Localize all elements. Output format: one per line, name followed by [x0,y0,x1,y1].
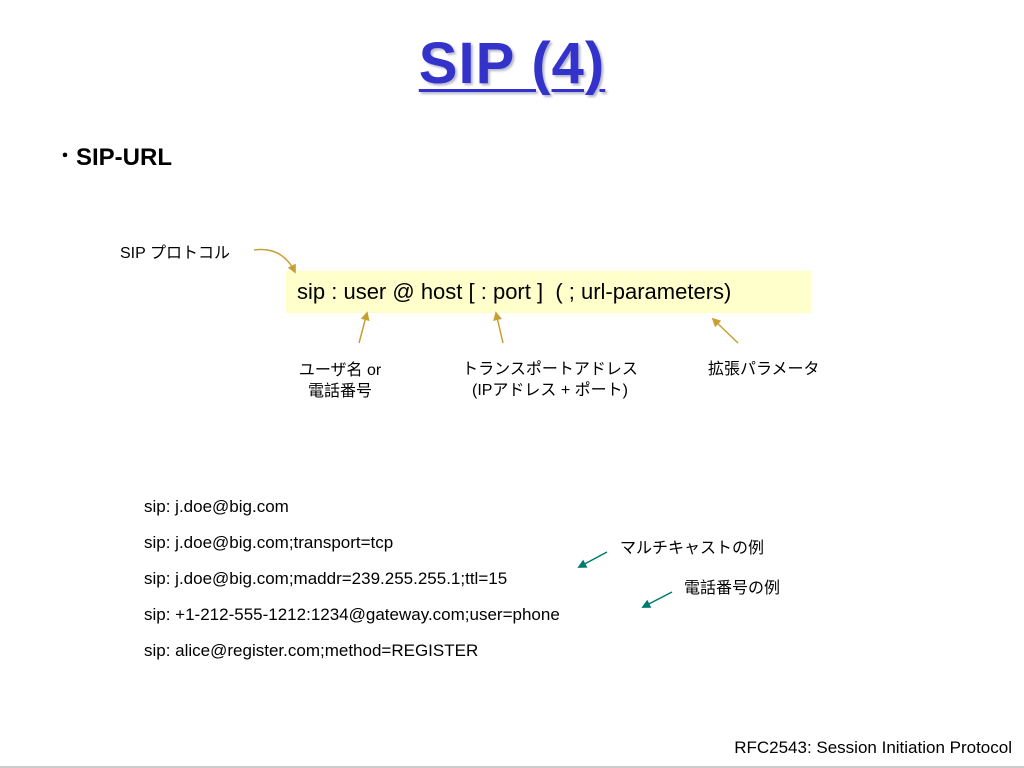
transport-label-line1: トランスポートアドレス [462,361,638,378]
bullet-marker: ・ [56,146,74,166]
bottom-divider [0,766,1024,768]
url-syntax-box: sip : user @ host [ : port ] ( ; url-par… [286,271,811,313]
user-label-line2: 電話番号 [307,383,372,400]
example-line: sip: alice@register.com;method=REGISTER [144,641,479,660]
sip-protocol-arrow [253,248,296,274]
user-label: ユーザ名 or 電話番号 [275,360,405,402]
example-line: sip: j.doe@big.com;maddr=239.255.255.1;t… [144,569,508,588]
slide-title: SIP (4) [418,31,606,96]
bullet-text: SIP-URL [76,144,172,171]
ext-params-arrow [711,317,739,344]
user-label-line1: ユーザ名 or [298,362,382,379]
transport-arrow [493,311,504,344]
multicast-example-arrow [577,551,608,568]
user-arrow [358,311,370,344]
transport-label: トランスポートアドレス (IPアドレス + ポート) [438,359,662,401]
footer-reference: RFC2543: Session Initiation Protocol [734,738,1012,757]
transport-label-line2: (IPアドレス + ポート) [471,382,628,399]
phone-example-arrow [641,591,673,608]
bullet-item: ・SIP-URL [56,142,172,172]
url-syntax-text: sip : user @ host [ : port ] ( ; url-par… [297,279,732,304]
example-line: sip: j.doe@big.com [144,497,289,516]
multicast-example-label: マルチキャストの例 [620,540,765,557]
example-line: sip: j.doe@big.com;transport=tcp [144,533,394,552]
example-line: sip: +1-212-555-1212:1234@gateway.com;us… [144,605,560,624]
example-list: sip: j.doe@big.com sip: j.doe@big.com;tr… [144,496,560,676]
phone-example-label: 電話番号の例 [684,580,781,597]
ext-params-label: 拡張パラメータ [708,361,820,378]
sip-protocol-label: SIP プロトコル [120,245,230,262]
